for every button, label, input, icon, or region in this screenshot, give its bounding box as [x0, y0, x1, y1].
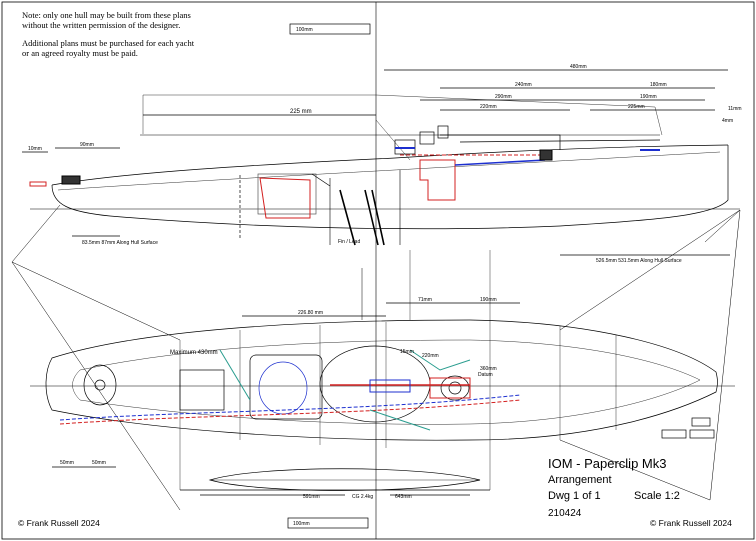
dim-90: 90mm	[80, 142, 94, 148]
note-line-1: Note: only one hull may be built from th…	[22, 10, 191, 20]
dim-360: 360mm	[480, 366, 497, 372]
drawing-scale: Scale 1:2	[634, 490, 680, 502]
dim-225b: 225mm	[628, 104, 645, 110]
fin-lead-label: Fin / Lead	[338, 239, 360, 245]
plan-view	[11, 209, 741, 511]
dim-180: 180mm	[650, 82, 667, 88]
dim-480: 480mm	[570, 64, 587, 70]
top-scale-bar	[289, 23, 371, 35]
copyright-left: © Frank Russell 2024	[18, 518, 100, 528]
dim-50a: 50mm	[60, 460, 74, 466]
dim-along-aft: 526.5mm 531.5mm Along Hull Surface	[596, 258, 682, 264]
dim-190: 190mm	[640, 94, 657, 100]
dim-225: 225 mm	[290, 109, 312, 115]
note-line-3: Additional plans must be purchased for e…	[22, 38, 195, 48]
dim-240: 240mm	[515, 82, 532, 88]
plan-hull-outline	[45, 319, 718, 441]
copyright-right: © Frank Russell 2024	[650, 518, 732, 528]
note-line-4: or an agreed royalty must be paid.	[22, 48, 138, 58]
dim-71: 71mm	[418, 297, 432, 303]
sheer-line	[57, 151, 721, 191]
hull-bottom	[51, 145, 729, 230]
dim-22680: 226.80 mm	[298, 310, 323, 316]
bottom-scale-label: 100mm	[293, 521, 310, 527]
note-line-2: without the written permission of the de…	[22, 20, 181, 30]
profile-colour-details	[29, 147, 660, 219]
max-beam-label: Maximum 430mm	[170, 350, 218, 356]
top-scale-label: 100mm	[296, 27, 313, 33]
drawing-sheet-number: Dwg 1 of 1	[548, 490, 601, 502]
dim-591: 591mm	[303, 494, 320, 500]
dim-15: 15mm	[400, 349, 414, 355]
dim-220: 220mm	[480, 104, 497, 110]
dim-190p: 190mm	[480, 297, 497, 303]
drawing-subtitle: Arrangement	[548, 474, 612, 486]
copyright-note: Note: only one hull may be built from th…	[22, 10, 194, 58]
dim-10: 10mm	[28, 146, 42, 152]
ballast-bulb	[208, 468, 481, 491]
plan-colour-details	[59, 349, 521, 431]
drawing-id: 210424	[548, 508, 582, 519]
datum-label: Datum	[478, 372, 493, 378]
dim-290: 290mm	[495, 94, 512, 100]
dim-50b: 50mm	[92, 460, 106, 466]
dim-along-fwd: 83.5mm 87mm Along Hull Surface	[82, 240, 158, 246]
cg-label: CG 2.4kg	[352, 494, 373, 500]
dim-4: 4mm	[722, 118, 733, 124]
drawing-title: IOM - Paperclip Mk3	[548, 456, 667, 471]
deck-line	[51, 144, 729, 186]
dim-11: 11mm	[728, 106, 742, 112]
dim-220p: 220mm	[422, 353, 439, 359]
bottom-scale-bar	[287, 517, 369, 529]
dim-643: 643mm	[395, 494, 412, 500]
